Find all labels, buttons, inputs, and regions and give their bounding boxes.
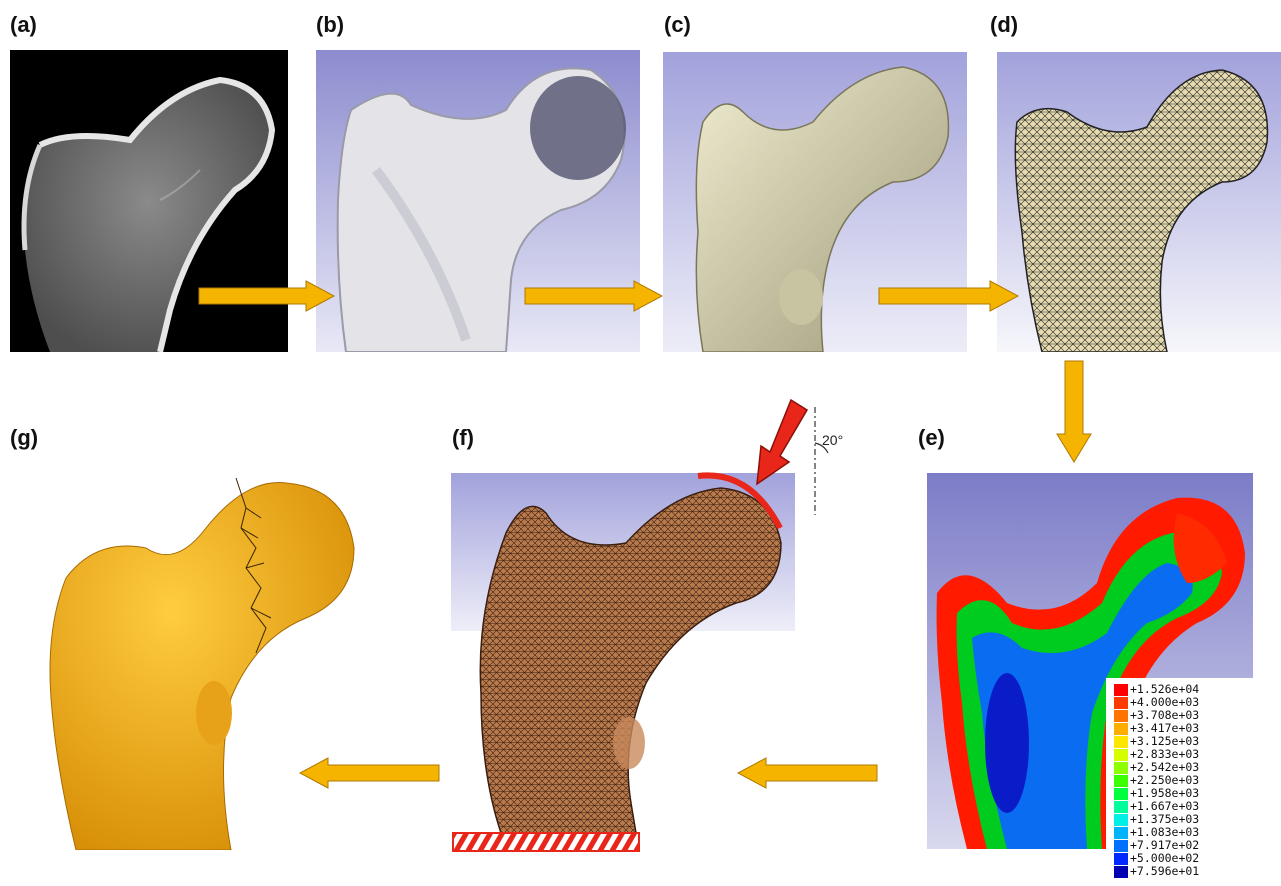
arrow-a-to-b-icon [198, 280, 336, 312]
arrow-f-to-g-icon [298, 757, 440, 789]
panel-label-f: (f) [452, 425, 474, 451]
legend-swatch [1114, 684, 1128, 696]
legend-value: +7.596e+01 [1130, 865, 1199, 878]
panel-label-e: (e) [918, 425, 945, 451]
arrow-d-to-e-icon [1056, 360, 1092, 464]
panel-label-a: (a) [10, 12, 37, 38]
legend-swatch [1114, 814, 1128, 826]
legend-swatch [1114, 736, 1128, 748]
legend-swatch [1114, 827, 1128, 839]
load-angle-label: 20° [822, 432, 843, 448]
fracture-model-image [36, 468, 376, 850]
arrow-e-to-f-icon [736, 757, 878, 789]
loaded-mesh-model [451, 473, 801, 883]
legend-swatch [1114, 788, 1128, 800]
legend-swatch [1114, 697, 1128, 709]
legend-swatch [1114, 710, 1128, 722]
legend-swatch [1114, 840, 1128, 852]
legend-swatch [1114, 749, 1128, 761]
panel-label-c: (c) [664, 12, 691, 38]
legend-swatch [1114, 866, 1128, 878]
legend-swatch [1114, 762, 1128, 774]
arrow-b-to-c-icon [524, 280, 664, 312]
panel-label-d: (d) [990, 12, 1018, 38]
load-angle-indicator [790, 405, 830, 517]
legend-swatch [1114, 801, 1128, 813]
legend-entry: +7.596e+01 [1106, 866, 1281, 878]
arrow-c-to-d-icon [878, 280, 1020, 312]
fixed-support [452, 832, 640, 852]
panel-label-g: (g) [10, 425, 38, 451]
panel-label-b: (b) [316, 12, 344, 38]
legend-swatch [1114, 775, 1128, 787]
stress-legend: +1.526e+04 +4.000e+03 +3.708e+03 +3.417e… [1106, 678, 1281, 886]
legend-swatch [1114, 723, 1128, 735]
legend-swatch [1114, 853, 1128, 865]
mesh-model-image [997, 52, 1281, 352]
